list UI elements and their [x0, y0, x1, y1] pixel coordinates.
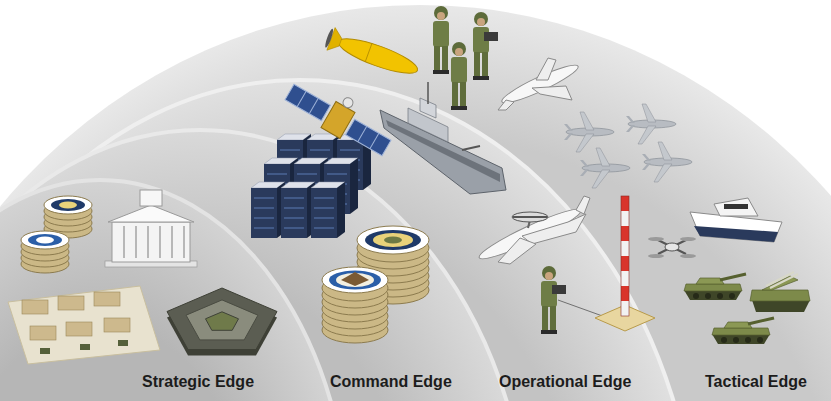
edge-band: Operational Edge — [495, 370, 636, 394]
band-label: Operational Edge — [499, 372, 632, 392]
drone-swarm — [564, 104, 692, 188]
radio-tower — [558, 196, 655, 331]
eagle-seal-coin-stack — [322, 267, 388, 343]
soldier-with-laptop — [541, 266, 566, 334]
server-racks — [251, 134, 371, 238]
unmanned-undersea-vehicle — [323, 26, 421, 81]
band-label: Strategic Edge — [142, 372, 255, 392]
edge-bands — [0, 5, 831, 401]
edge-band: Tactical Edge — [701, 370, 811, 394]
quadcopter — [648, 237, 696, 258]
band-label: Tactical Edge — [705, 372, 807, 392]
armored-vehicles — [684, 272, 810, 344]
soldier-squad — [433, 6, 498, 110]
patrol-boat — [690, 198, 782, 242]
edge-band: Strategic Edge — [138, 370, 259, 394]
awacs-aircraft — [476, 196, 590, 265]
pentagon-building — [167, 288, 277, 356]
warship — [380, 82, 506, 194]
edge-band: Command Edge — [326, 370, 456, 394]
fighter-jet — [498, 58, 581, 110]
seal-coin-stack — [21, 231, 69, 273]
government-building — [105, 190, 197, 267]
band-label: Command Edge — [330, 372, 452, 392]
field-base-camp — [8, 286, 160, 364]
